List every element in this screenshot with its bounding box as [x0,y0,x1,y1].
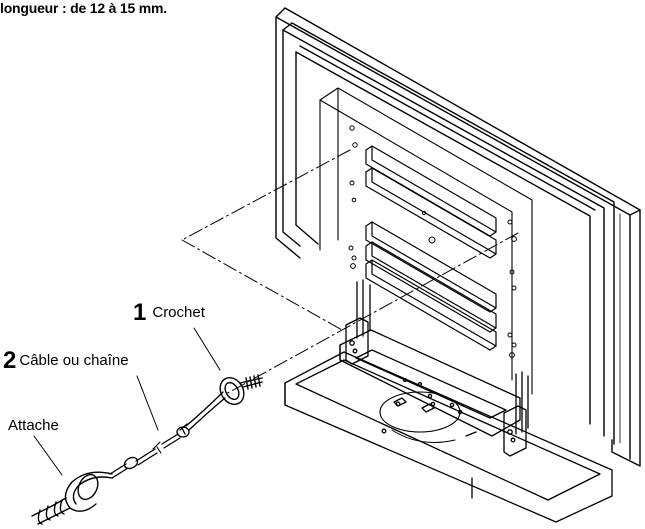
rear-panel [319,87,533,395]
callout-hook: 1 Crochet [133,301,205,325]
screw-holes [348,125,517,358]
caption: longueur : de 12 à 15 mm. [0,0,167,16]
attache-clamp [31,471,113,525]
guide-lines [181,149,519,395]
tv-stand [284,279,613,523]
vent-slots [365,145,497,351]
callout-number: 1 [133,299,147,326]
callout-attache: Attache [8,417,59,434]
cable [109,391,226,479]
tv-casing [275,7,641,467]
callout-number: 2 [3,347,17,374]
leader-lines [33,327,221,476]
hook [219,374,263,406]
callout-label: Crochet [152,304,205,321]
callout-label: Câble ou chaîne [19,352,129,369]
